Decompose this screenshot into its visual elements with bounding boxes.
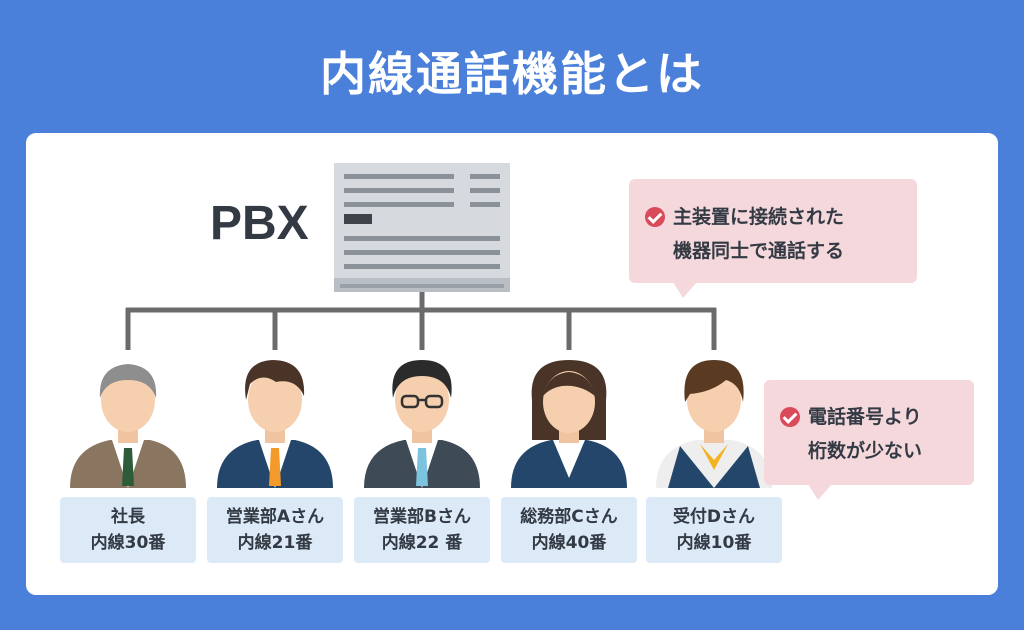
pbx-device-icon xyxy=(334,163,510,292)
page-title: 内線通話機能とは xyxy=(320,47,704,101)
person-icon-admin-c xyxy=(511,360,627,488)
person-extension: 内線10番 xyxy=(676,533,752,553)
name-box-admin-c: 総務部Cさん 内線40番 xyxy=(501,497,637,563)
person-extension: 内線30番 xyxy=(90,533,166,553)
callout-line-2: 機器同士で通話する xyxy=(673,240,845,262)
connection-lines xyxy=(125,292,717,350)
check-icon xyxy=(645,207,665,227)
name-box-reception-d: 受付Dさん 内線10番 xyxy=(646,497,782,563)
callout-line-2: 桁数が少ない xyxy=(808,440,923,462)
callout-tail xyxy=(673,282,697,298)
callout-connected-devices: 主装置に接続された 機器同士で通話する xyxy=(629,179,917,298)
person-name: 営業部Bさん xyxy=(373,507,471,527)
name-box-president: 社長 内線30番 xyxy=(60,497,196,563)
person-icon-sales-b xyxy=(364,360,480,488)
person-name: 社長 xyxy=(111,507,145,527)
person-name: 受付Dさん xyxy=(672,507,756,527)
callout-line-1: 主装置に接続された xyxy=(673,206,845,228)
callout-tail xyxy=(808,484,832,500)
person-extension: 内線22 番 xyxy=(381,533,463,553)
name-box-sales-b: 営業部Bさん 内線22 番 xyxy=(354,497,490,563)
callout-line-1: 電話番号より xyxy=(808,406,922,428)
callout-short-extension: 電話番号より 桁数が少ない xyxy=(764,380,974,500)
name-box-sales-a: 営業部Aさん 内線21番 xyxy=(207,497,343,563)
check-icon xyxy=(780,407,800,427)
person-extension: 内線21番 xyxy=(237,533,313,553)
person-icon-sales-a xyxy=(217,360,333,488)
person-name: 総務部Cさん xyxy=(520,507,618,527)
pbx-label: PBX xyxy=(210,197,309,250)
person-extension: 内線40番 xyxy=(531,533,607,553)
person-icon-reception-d xyxy=(656,360,772,488)
person-icon-president xyxy=(70,364,186,488)
person-name: 営業部Aさん xyxy=(225,507,325,527)
